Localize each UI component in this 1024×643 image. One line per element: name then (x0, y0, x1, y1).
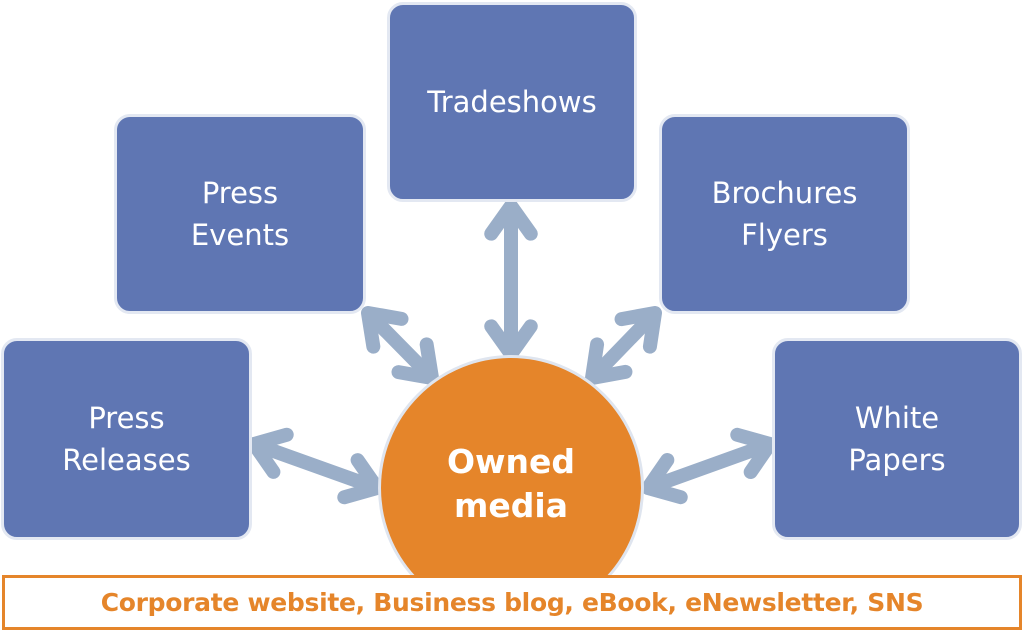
center-node-owned-media (378, 355, 644, 576)
arrowhead-center-end (484, 319, 538, 361)
node-tradeshows: Tradeshows (387, 2, 637, 202)
arrowhead-node-end (247, 427, 294, 479)
arrowhead-node-end (361, 306, 409, 354)
node-label-line-1: White (854, 401, 940, 435)
node-label-line-1: Brochures (711, 176, 858, 210)
arrow-shaft (365, 310, 435, 381)
arrow-tradeshows (484, 199, 538, 361)
arrow-brochures-flyers (585, 306, 662, 385)
node-label-line-2: Events (190, 218, 290, 252)
arrowhead-center-end (641, 453, 688, 505)
node-press-releases: Press Releases (1, 338, 252, 540)
node-label-line-1: Press (201, 176, 279, 210)
arrowhead-center-end (391, 337, 439, 385)
arrow-shaft (646, 439, 772, 493)
center-node-clip: Owned media (378, 355, 644, 576)
arrowhead-node-end (484, 199, 538, 241)
node-label-line-2: Releases (62, 443, 191, 477)
arrowhead-node-end (730, 427, 777, 479)
banner-text: Corporate website, Business blog, eBook,… (100, 588, 924, 617)
arrow-press-releases (247, 427, 384, 505)
node-white-papers: White Papers (772, 338, 1022, 540)
node-press-events: Press Events (114, 114, 366, 314)
node-label-line-2: Papers (848, 443, 946, 477)
arrow-press-events (361, 306, 439, 385)
owned-media-examples-banner: Corporate website, Business blog, eBook,… (2, 575, 1022, 630)
center-node-label: Owned media (380, 440, 642, 528)
center-label-line-1: Owned (446, 442, 576, 481)
node-label-line-2: Flyers (741, 218, 828, 252)
arrow-shaft (252, 439, 379, 493)
arrow-shaft (589, 310, 658, 381)
node-brochures-flyers: Brochures Flyers (659, 114, 910, 314)
arrowhead-node-end (614, 306, 662, 354)
center-label-line-2: media (454, 486, 568, 525)
node-label-line-1: Press (88, 401, 165, 435)
arrowhead-center-end (585, 337, 633, 385)
arrowhead-center-end (337, 453, 384, 505)
node-label: Tradeshows (427, 85, 597, 119)
arrow-white-papers (641, 427, 777, 505)
